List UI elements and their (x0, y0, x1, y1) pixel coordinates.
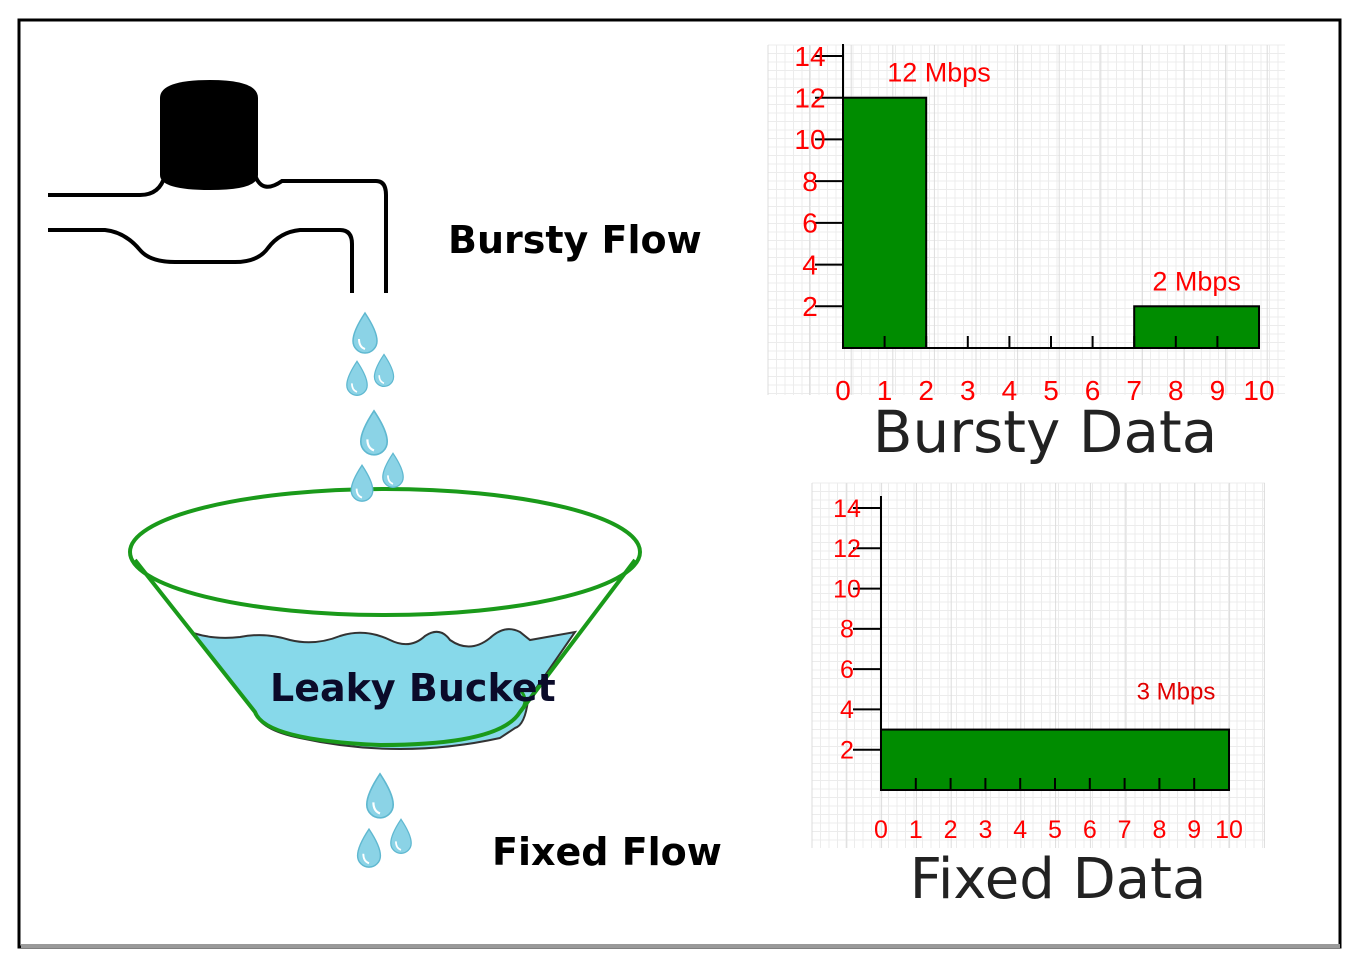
water-drop-icon (390, 818, 412, 854)
y-tick-label: 2 (802, 291, 818, 322)
water-drop-icon (373, 353, 395, 387)
y-tick-label: 8 (802, 166, 818, 197)
chart-title: Bursty Data (873, 398, 1218, 466)
x-tick-label: 1 (877, 375, 893, 406)
y-tick-label: 4 (840, 696, 854, 724)
water-drop-icon (356, 827, 382, 868)
y-tick-label: 4 (802, 249, 818, 280)
x-tick-label: 10 (1243, 375, 1274, 406)
bursty-flow-label: Bursty Flow (448, 218, 702, 262)
x-tick-label: 8 (1168, 375, 1184, 406)
x-tick-label: 5 (1043, 375, 1059, 406)
x-tick-label: 3 (960, 375, 976, 406)
leaky-bucket-label: Leaky Bucket (270, 666, 556, 710)
water-drop-icon (365, 772, 395, 819)
y-tick-label: 6 (802, 208, 818, 239)
x-tick-label: 2 (918, 375, 934, 406)
x-tick-label: 1 (909, 816, 923, 844)
y-tick-label: 12 (833, 535, 861, 563)
faucet-icon (48, 80, 388, 293)
fixed-flow-label: Fixed Flow (492, 830, 722, 874)
x-tick-label: 3 (978, 816, 992, 844)
bar-data-label: 2 Mbps (1152, 266, 1241, 296)
y-tick-label: 6 (840, 656, 854, 684)
x-tick-label: 10 (1215, 816, 1243, 844)
water-drop-icon (382, 452, 404, 488)
bar (842, 96, 928, 350)
bar (1133, 305, 1260, 349)
x-tick-label: 6 (1083, 816, 1097, 844)
x-tick-label: 2 (944, 816, 958, 844)
y-tick-label: 14 (794, 41, 825, 72)
y-tick-label: 10 (794, 124, 825, 155)
y-tick-label: 8 (840, 616, 854, 644)
y-tick-label: 10 (833, 575, 861, 603)
x-tick-label: 5 (1048, 816, 1062, 844)
x-tick-label: 4 (1013, 816, 1027, 844)
x-tick-label: 7 (1118, 816, 1132, 844)
x-tick-label: 0 (835, 375, 851, 406)
x-tick-label: 4 (1002, 375, 1018, 406)
x-tick-label: 9 (1187, 816, 1201, 844)
water-drops (346, 311, 412, 868)
x-tick-label: 8 (1152, 816, 1166, 844)
x-tick-label: 6 (1085, 375, 1101, 406)
water-drop-icon (346, 360, 368, 396)
water-drop-icon (350, 463, 374, 502)
y-tick-label: 14 (833, 495, 861, 523)
bar-data-label: 12 Mbps (887, 58, 991, 88)
leaky-bucket-icon (128, 487, 642, 750)
bar-data-label: 3 Mbps (1137, 679, 1216, 706)
y-tick-label: 2 (840, 736, 854, 764)
x-tick-label: 7 (1126, 375, 1142, 406)
water-drop-icon (359, 409, 389, 456)
chart-title: Fixed Data (910, 847, 1207, 912)
water-drop-icon (352, 311, 378, 354)
x-tick-label: 0 (874, 816, 888, 844)
y-tick-label: 12 (794, 83, 825, 114)
x-tick-label: 9 (1210, 375, 1226, 406)
